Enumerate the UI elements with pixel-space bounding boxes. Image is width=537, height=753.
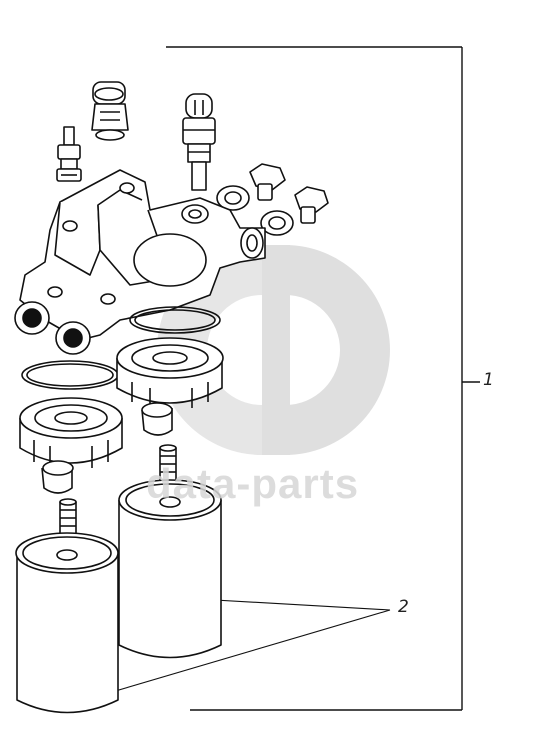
pressure-sensor-icon <box>91 81 129 141</box>
filter-cartridge-icon <box>118 479 222 659</box>
o-ring-icon <box>21 360 119 390</box>
callout-label-assembly: 1 <box>483 370 494 390</box>
filter-collar-icon <box>19 397 123 494</box>
o-ring-icon <box>129 306 221 334</box>
drain-plug-icon <box>294 186 329 224</box>
filter-head-housing-icon <box>14 169 266 355</box>
assembly-bracket <box>166 46 480 711</box>
union-fitting-icon <box>56 126 82 182</box>
filter-collar-icon <box>116 337 224 436</box>
sealing-washer-icon <box>216 185 250 211</box>
callout-label-filter: 2 <box>398 597 409 617</box>
watermark-text: data-parts <box>146 460 360 507</box>
sealing-washer-icon <box>260 210 294 236</box>
threaded-nipple-icon <box>59 498 77 537</box>
drain-plug-icon <box>249 163 286 201</box>
filter-cartridge-icon <box>15 532 119 714</box>
temperature-sender-icon <box>182 93 216 191</box>
